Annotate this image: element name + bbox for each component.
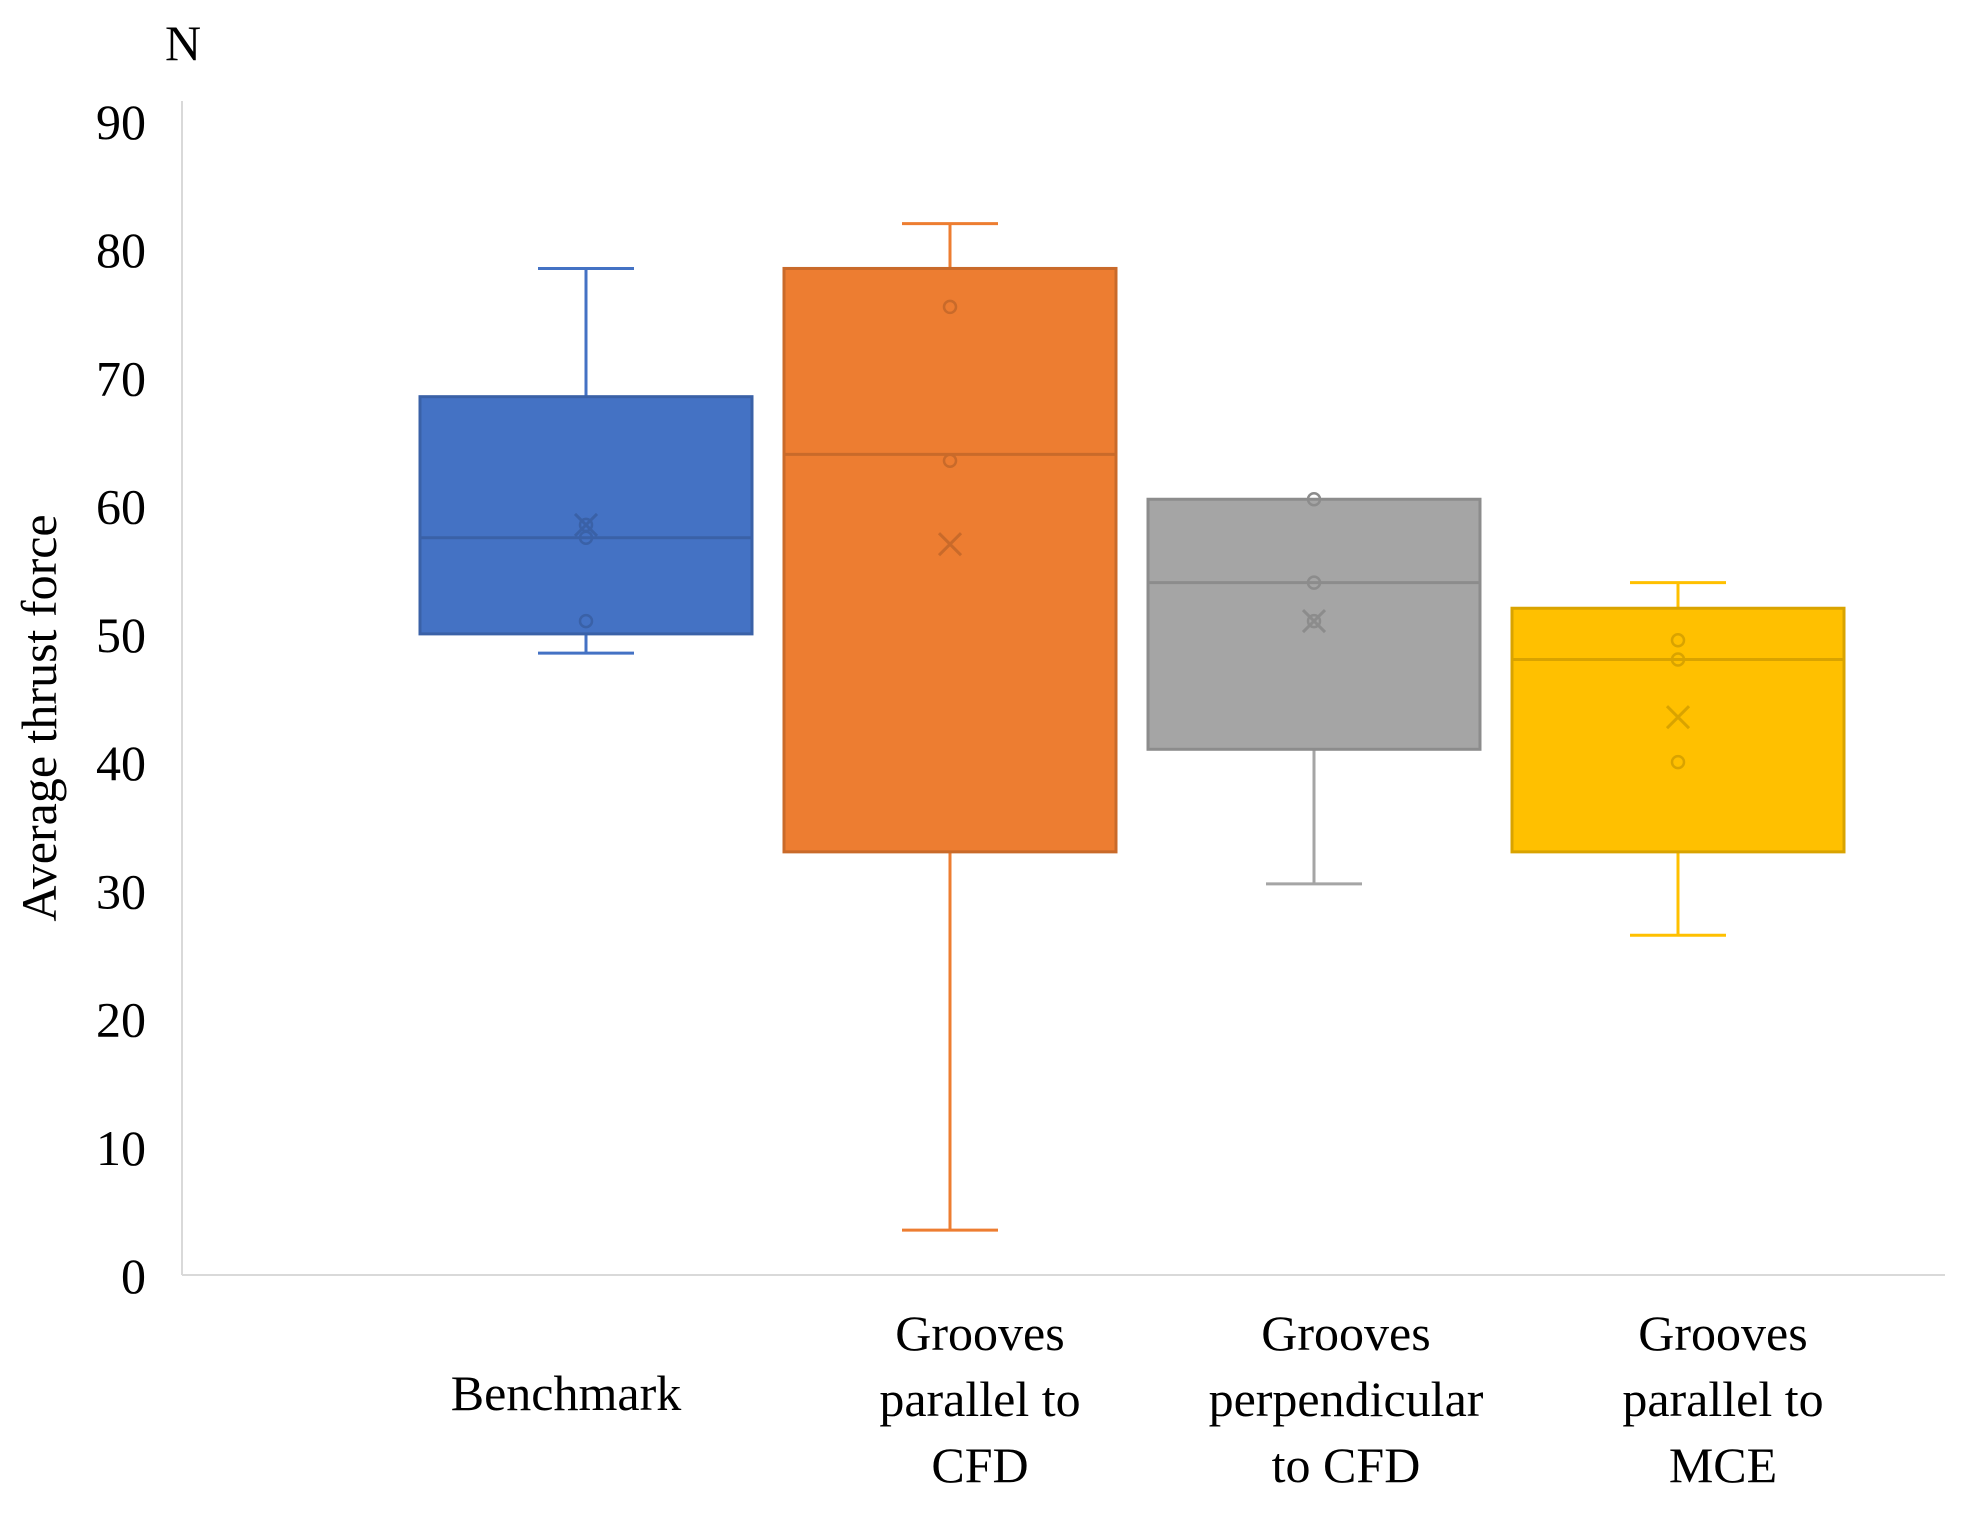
mean-marker-stroke [1301,609,1327,634]
mean-marker [573,512,599,537]
axes [181,101,1945,1276]
category-labels: Benchmark Grooves parallel to CFD Grooves per… [451,1305,1824,1493]
data-point [942,299,958,315]
box-iqr [1510,606,1846,854]
y-tick-label: 20 [96,992,146,1048]
category-label: Grooves parallel to MCE [1622,1305,1823,1493]
mean-marker [1301,609,1327,634]
category-label-line: Grooves [1261,1305,1430,1361]
data-point [1670,633,1686,648]
category-label-line: CFD [931,1437,1028,1493]
category-label-line: parallel to [879,1371,1080,1427]
category-label-line: parallel to [1622,1371,1823,1427]
box-group [1510,581,1846,937]
box-iqr [418,395,754,636]
data-point [1670,652,1686,667]
category-label-line: perpendicular [1209,1371,1484,1427]
y-tick-label: 50 [96,607,146,663]
category-label-line: Benchmark [451,1365,681,1421]
category-label-line: to CFD [1272,1437,1421,1493]
mean-marker [937,532,963,557]
data-point [942,453,958,469]
data-point [578,517,594,533]
y-tick-label: 10 [96,1120,146,1176]
data-point [1306,492,1322,507]
category-label: Benchmark [451,1365,681,1421]
mean-marker-stroke [573,512,599,537]
category-label: Grooves parallel to CFD [879,1305,1080,1493]
category-label-line: Grooves [1638,1305,1807,1361]
category-label-line: MCE [1669,1437,1777,1493]
y-tick-labels: 0 10 20 30 40 50 60 70 80 90 [96,94,146,1304]
mean-marker-stroke [937,532,963,557]
mean-marker [1665,705,1691,730]
box-iqr [1146,497,1482,751]
category-label: Grooves perpendicular to CFD [1209,1305,1484,1493]
category-label-line: Grooves [895,1305,1064,1361]
data-point [1670,754,1686,770]
box-group [1146,492,1482,886]
y-tick-label: 60 [96,479,146,535]
box-series [418,222,1846,1232]
y-tick-label: 0 [121,1248,146,1304]
unit-label: N [165,15,201,71]
data-point [1306,613,1322,629]
box-iqr [782,266,1118,854]
box-group [782,222,1118,1232]
y-tick-label: 30 [96,863,146,919]
y-axis-title: Average thrust force [11,514,67,921]
y-tick-label: 80 [96,222,146,278]
y-tick-label: 90 [96,94,146,150]
box-group [418,266,754,655]
data-point [1306,575,1322,590]
mean-marker-stroke [1665,705,1691,730]
y-tick-label: 40 [96,735,146,791]
y-tick-label: 70 [96,350,146,406]
data-point [578,613,594,629]
